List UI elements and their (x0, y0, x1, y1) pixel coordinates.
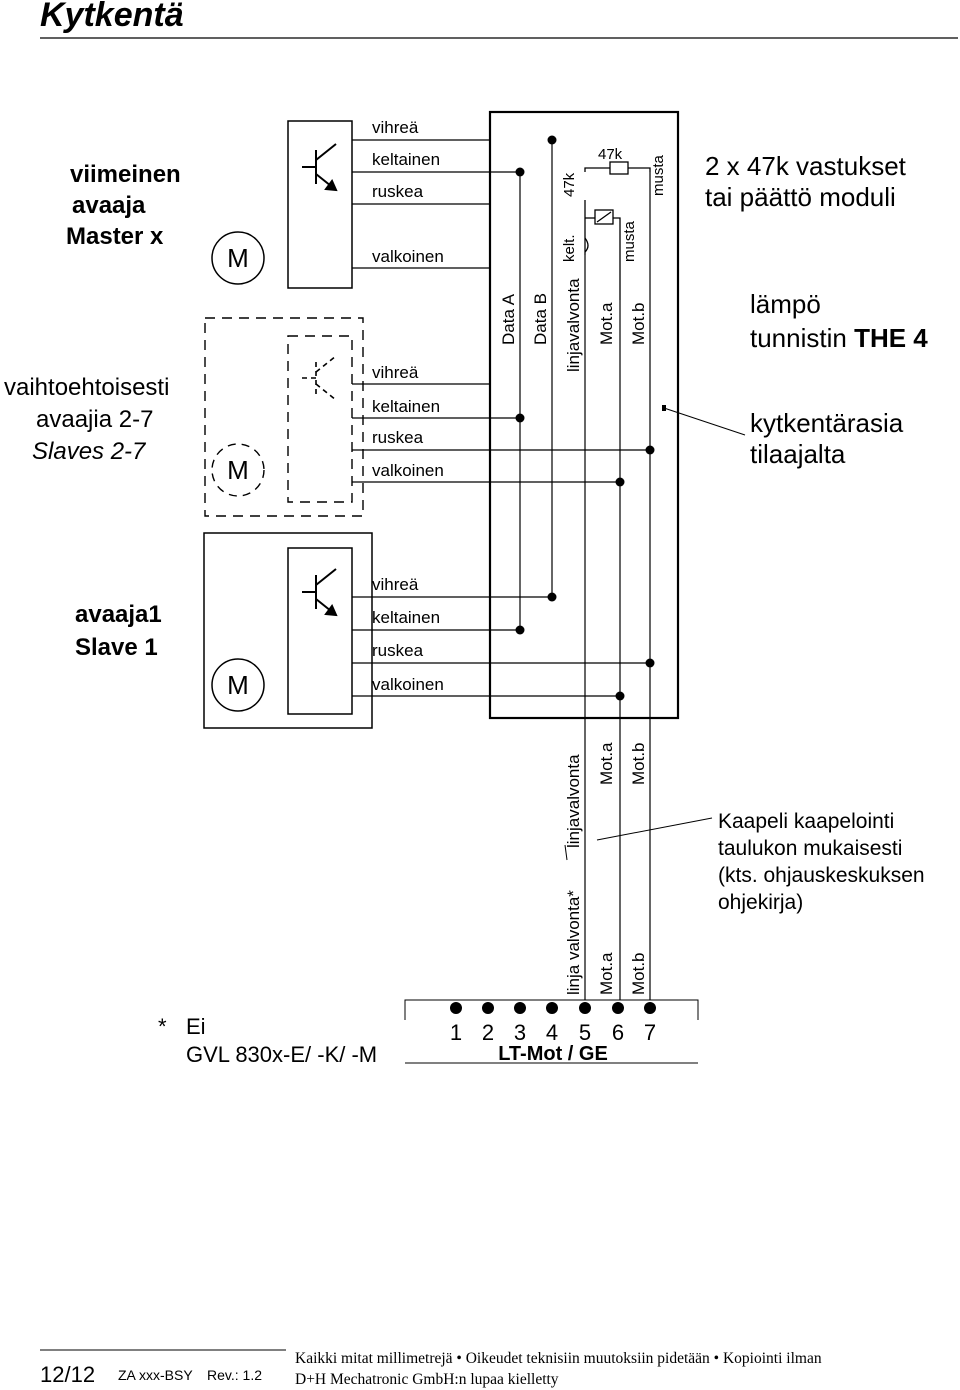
terminal-dots (450, 1002, 656, 1014)
footnote-line1: Ei (186, 1014, 206, 1039)
col-mot-b: Mot.b (629, 302, 648, 345)
alt-slaves-device: M (204, 317, 364, 517)
terminal-number-4: 4 (546, 1020, 558, 1045)
leader-lines (596, 407, 746, 841)
alt-motor-symbol (211, 443, 265, 497)
resistor-47k-top (609, 161, 629, 175)
resistor-47k-side (594, 209, 614, 225)
cable-note-line1: Kaapeli kaapelointi (718, 810, 894, 833)
col-mot-a: Mot.a (597, 302, 616, 345)
col-linjavalvonta: linjavalvonta (564, 278, 583, 372)
resistor-top-label: 47k (598, 146, 623, 163)
alt-motor-label: M (227, 455, 249, 485)
alt-label-line2: avaajia 2-7 (36, 406, 153, 433)
resistor-note-line2: tai päättö moduli (705, 182, 896, 212)
alt-wire-vihrea: vihreä (372, 363, 419, 382)
terminal-number-7: 7 (644, 1020, 656, 1045)
resistor-note-line1: 2 x 47k vastukset (705, 151, 907, 181)
cable-note-line2: taulukon mukaisesti (718, 837, 902, 860)
horizontal-wires (352, 139, 650, 697)
master-motor-label: M (227, 243, 249, 273)
footer-legal-line2: D+H Mechatronic GmbH:n lupaa kielletty (295, 1371, 559, 1388)
footer-doc-code: ZA xxx-BSY (118, 1367, 193, 1383)
slave1-wire-valkoinen: valkoinen (372, 675, 444, 694)
junction-box (488, 110, 680, 720)
footer-page-number: 12/12 (40, 1362, 95, 1387)
terminal-number-2: 2 (482, 1020, 494, 1045)
slave1-wire-keltainen: keltainen (372, 608, 440, 627)
cable-note-line3: (kts. ohjauskeskuksen (718, 864, 925, 887)
lower-col-mot-a: Mot.a (597, 742, 616, 785)
slave1-motor-label: M (227, 670, 249, 700)
alt-wire-ruskea: ruskea (372, 428, 424, 447)
col-data-a: Data A (499, 293, 518, 345)
musta-top-label: musta (650, 154, 667, 196)
temp-sensor-line1: lämpö (750, 289, 821, 319)
slave1-label-line1: avaaja1 (75, 601, 162, 628)
lower-col-mot-b-2: Mot.b (629, 952, 648, 995)
slave1-transistor-icon (302, 568, 338, 617)
terminal-block: 1 2 3 4 5 6 7 LT-Mot / GE (404, 999, 699, 1065)
master-device: M (211, 120, 353, 289)
col-data-b: Data B (531, 293, 550, 345)
master-motor-symbol (211, 231, 265, 285)
alt-label-line1: vaihtoehtoisesti (4, 374, 169, 401)
page-title: Kytkentä (40, 0, 184, 34)
terminal-number-6: 6 (612, 1020, 624, 1045)
junction-box-note-line2: tilaajalta (750, 439, 846, 469)
slave1-wire-vihrea: vihreä (372, 575, 419, 594)
master-wire-ruskea: ruskea (372, 182, 424, 201)
musta-mid-label: musta (621, 220, 638, 262)
slave1-label-line2: Slave 1 (75, 634, 158, 661)
footnote-line2: GVL 830x-E/ -K/ -M (186, 1042, 377, 1067)
linjavalvonta-tick (564, 844, 568, 861)
lower-col-mot-b: Mot.b (629, 742, 648, 785)
alt-wire-keltainen: keltainen (372, 397, 440, 416)
lower-col-linja-valvonta: linja valvonta* (564, 890, 583, 995)
kelt-label: kelt. (561, 234, 578, 262)
lower-col-linjavalvonta: linjavalvonta (564, 754, 583, 848)
master-wire-keltainen: keltainen (372, 150, 440, 169)
master-transistor-icon (302, 143, 338, 192)
leader-tip (662, 405, 666, 411)
alt-label-line3: Slaves 2-7 (32, 438, 147, 465)
master-electronics-box (287, 120, 353, 289)
slave1-electronics-box (287, 547, 353, 715)
slave1-device: M (203, 532, 373, 729)
alt-transistor-icon (302, 355, 337, 401)
master-label-line2: avaaja (72, 192, 146, 219)
cable-note-line4: ohjekirja) (718, 891, 803, 914)
temp-sensor-line2: tunnistin THE 4 (750, 323, 928, 353)
master-wire-vihrea: vihreä (372, 118, 419, 137)
master-label-line3: Master x (66, 223, 164, 250)
slave1-motor-symbol (211, 658, 265, 712)
terminal-number-1: 1 (450, 1020, 462, 1045)
resistor-side-label: 47k (561, 172, 578, 197)
terminal-name: LT-Mot / GE (498, 1043, 608, 1065)
master-wire-valkoinen: valkoinen (372, 247, 444, 266)
terminal-number-5: 5 (579, 1020, 591, 1045)
terminal-number-3: 3 (514, 1020, 526, 1045)
alt-inner-dashed-box (287, 335, 353, 503)
master-label-line1: viimeinen (70, 161, 181, 188)
footer-legal-line1: Kaikki mitat millimetrejä • Oikeudet tek… (295, 1350, 822, 1367)
terminal-top-rule (404, 999, 699, 1020)
footnote-star: * (158, 1014, 167, 1039)
alt-outer-dashed-box (204, 317, 364, 517)
footer-revision: Rev.: 1.2 (207, 1367, 262, 1383)
termination-resistors (584, 161, 651, 300)
slave1-wire-ruskea: ruskea (372, 641, 424, 660)
alt-wire-valkoinen: valkoinen (372, 461, 444, 480)
junction-box-note-line1: kytkentärasia (750, 408, 904, 438)
vertical-buses (519, 140, 651, 1000)
resistor-lead-curve (584, 237, 589, 253)
lower-col-mot-a-2: Mot.a (597, 952, 616, 995)
junction-dots (515, 135, 655, 701)
